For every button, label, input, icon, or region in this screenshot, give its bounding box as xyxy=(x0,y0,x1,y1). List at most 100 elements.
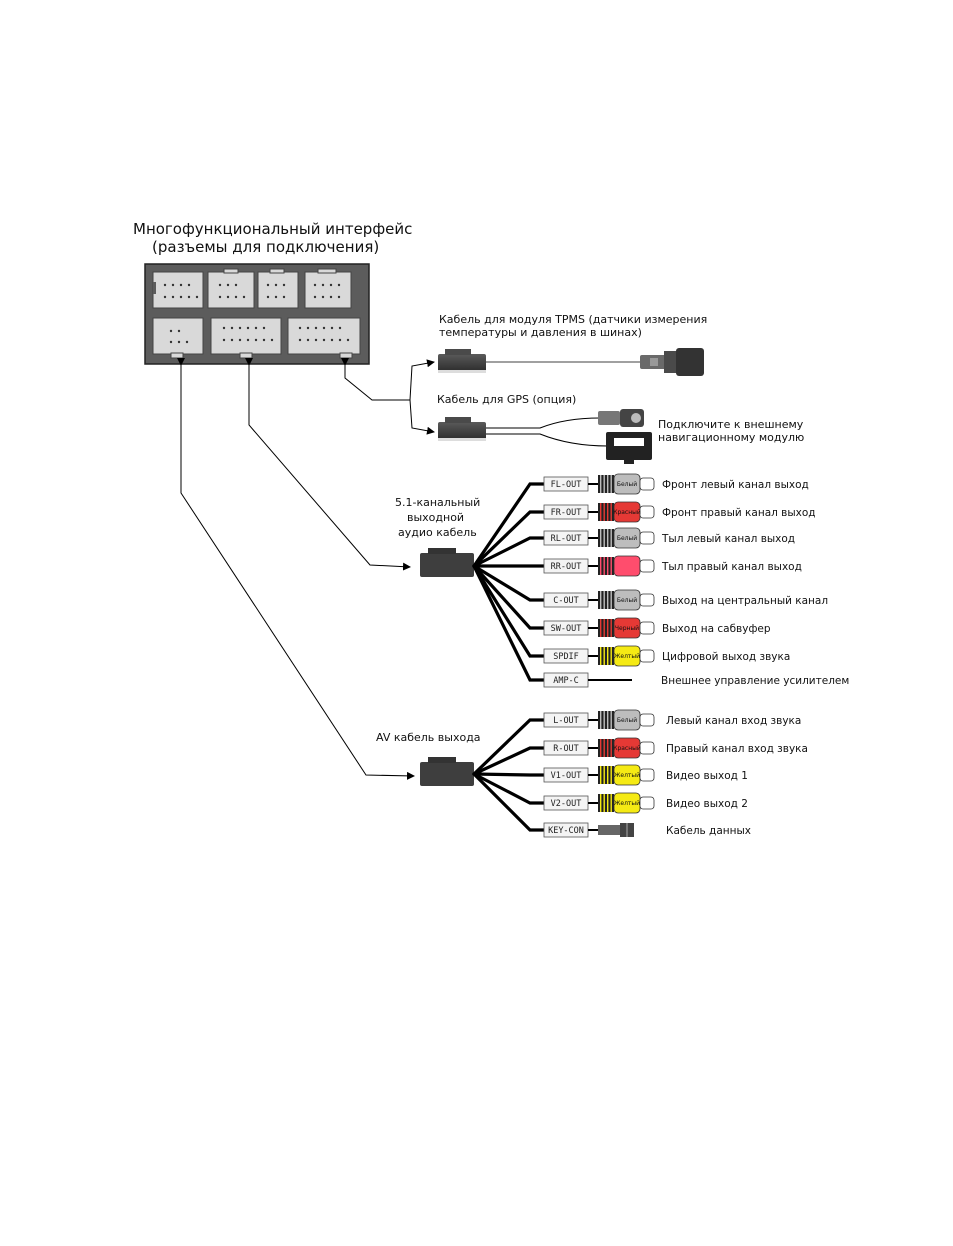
plug-label: RR-OUT xyxy=(551,562,582,572)
cable-description: Видео выход 1 xyxy=(666,770,748,782)
rca-tip xyxy=(639,796,655,810)
audio51-row-fr-out: FR-OUT Красный Фронт правый канал выход xyxy=(472,501,816,568)
rca-rib xyxy=(610,591,612,609)
cable-description: Правый канал вход звука xyxy=(666,743,808,755)
cable-wire xyxy=(472,746,546,776)
gps-wires xyxy=(486,417,609,447)
rca-tip xyxy=(639,531,655,545)
cable-description: Выход на сабвуфер xyxy=(662,623,771,635)
audio51-label-line2: выходной xyxy=(407,511,464,524)
cable-wire xyxy=(472,564,546,602)
rca-color-sleeve xyxy=(613,555,641,577)
rca-tip xyxy=(639,477,655,491)
plug-label: V1-OUT xyxy=(551,771,582,781)
rca-rib xyxy=(607,711,609,729)
rca-rib xyxy=(600,647,602,665)
rca-tip xyxy=(639,621,655,635)
rca-rib xyxy=(603,647,605,665)
cable-description: Кабель данных xyxy=(666,825,751,837)
cable-description: Тыл левый канал выход xyxy=(661,533,795,545)
rca-rib xyxy=(600,794,602,812)
connector-socket xyxy=(257,268,299,309)
rca-rib xyxy=(607,739,609,757)
rca-rib xyxy=(603,711,605,729)
cable-description: Выход на центральный канал xyxy=(662,595,828,607)
rca-rib xyxy=(603,619,605,637)
rca-ribbed-boot xyxy=(598,766,614,784)
rca-rib xyxy=(603,529,605,547)
color-label: Красный xyxy=(613,745,641,752)
rca-rib xyxy=(610,766,612,784)
rca-ribbed-boot xyxy=(598,529,614,547)
plug-label: FL-OUT xyxy=(551,480,582,490)
interface-block xyxy=(144,263,370,365)
connector-socket xyxy=(210,317,282,359)
rca-ribbed-boot xyxy=(598,647,614,665)
data-plug-body xyxy=(598,825,620,835)
rca-rib xyxy=(607,794,609,812)
color-label: Белый xyxy=(617,535,637,542)
rca-rib xyxy=(603,794,605,812)
rca-rib xyxy=(607,503,609,521)
rca-rib xyxy=(600,619,602,637)
rca-rib xyxy=(610,503,612,521)
connector-socket xyxy=(304,268,352,309)
rca-ribbed-boot xyxy=(598,619,614,637)
interface-title-line2: (разъемы для подключения) xyxy=(152,238,379,256)
rca-ribbed-boot xyxy=(598,794,614,812)
rca-rib xyxy=(600,711,602,729)
rca-rib xyxy=(610,475,612,493)
plug-label: V2-OUT xyxy=(551,799,582,809)
cable-wire xyxy=(472,536,546,568)
rca-ribbed-boot xyxy=(598,557,614,575)
cable-description: Фронт правый канал выход xyxy=(662,507,816,519)
rca-rib xyxy=(600,591,602,609)
rca-rib xyxy=(600,557,602,575)
tpms-label-line2: температуры и давления в шинах) xyxy=(439,326,642,339)
plug-label: SW-OUT xyxy=(551,624,582,634)
rca-rib xyxy=(607,647,609,665)
rca-tip xyxy=(639,713,655,727)
cable-wire xyxy=(472,564,546,658)
rca-rib xyxy=(610,557,612,575)
cable-wire xyxy=(472,510,546,568)
color-label: Красный xyxy=(613,509,641,516)
rca-rib xyxy=(603,475,605,493)
connector-socket xyxy=(287,317,361,359)
rca-rib xyxy=(610,794,612,812)
cable-wire xyxy=(472,772,546,777)
rca-ribbed-boot xyxy=(598,475,614,493)
plug-label: FR-OUT xyxy=(551,508,582,518)
cable-wire xyxy=(472,772,546,832)
rca-ribbed-boot xyxy=(598,503,614,521)
audio51-row-c-out: C-OUT Белый Выход на центральный канал xyxy=(472,564,828,611)
connector-socket xyxy=(152,317,204,359)
rca-rib xyxy=(603,557,605,575)
av-connector xyxy=(420,757,474,786)
audio51-connector xyxy=(420,548,474,577)
rca-ribbed-boot xyxy=(598,591,614,609)
color-label: Белый xyxy=(617,481,637,488)
rca-rib xyxy=(600,739,602,757)
plug-label: L-OUT xyxy=(553,716,579,726)
cable-description: Цифровой выход звука xyxy=(662,651,790,663)
rca-rib xyxy=(603,766,605,784)
tpms-label-line1: Кабель для модуля TPMS (датчики измерени… xyxy=(439,313,707,326)
color-label: Белый xyxy=(617,597,637,604)
audio51-label-line1: 5.1-канальный xyxy=(395,496,480,509)
plug-label: C-OUT xyxy=(553,596,579,606)
rca-rib xyxy=(603,739,605,757)
rca-rib xyxy=(600,529,602,547)
rca-rib xyxy=(610,647,612,665)
